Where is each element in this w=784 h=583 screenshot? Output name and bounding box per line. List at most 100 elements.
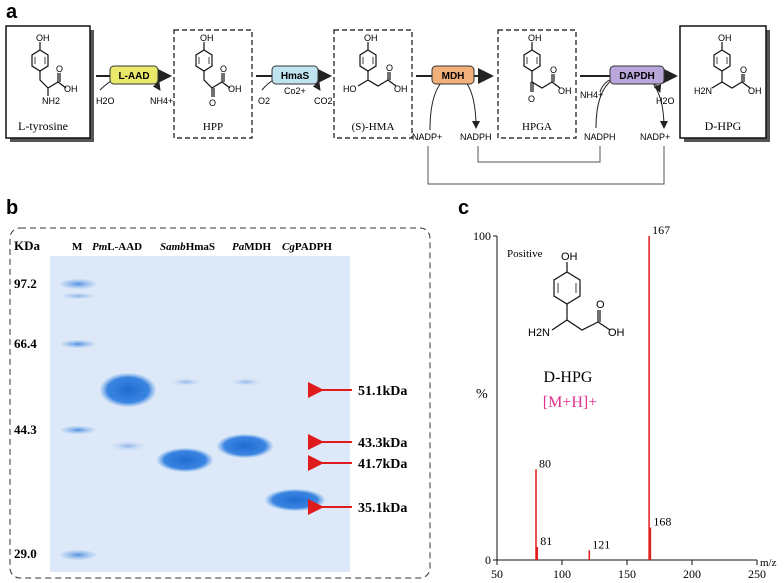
band-label-43: 43.3kDa [358, 436, 407, 451]
spectrum-peaks: 80 81 121 167 168 [535, 223, 671, 560]
x-tick-label: 200 [683, 567, 701, 581]
cofactor-nh4-out: NH4+ [150, 96, 173, 106]
tyrosine-structure [31, 42, 67, 96]
marker-size-66: 66.4 [14, 336, 37, 351]
atom-label: OH [200, 33, 214, 43]
lane-label-mdh: PaMDH [232, 241, 272, 253]
dhpg-box: OH O OH H2N D-HPG [679, 25, 770, 142]
enzyme-hmas-label: HmaS [281, 71, 310, 82]
panel-b-label: b [6, 197, 18, 219]
band-mdh [217, 434, 273, 458]
atom-label: O [550, 65, 557, 75]
peak-label: 121 [592, 537, 610, 551]
band-hmas [157, 448, 213, 472]
hpp-box: OH O OH O HPP [173, 29, 253, 139]
cofactor-nadph-out: NADPH [460, 132, 492, 142]
kda-header: KDa [14, 238, 41, 253]
x-tick-label: 100 [553, 567, 571, 581]
lane-label-padph: CgPADPH [282, 241, 332, 253]
step-hmas: HmaS O2 Co2+ CO2 [256, 65, 333, 106]
lane-label-m: M [72, 241, 83, 253]
atom-label: OH [718, 33, 732, 43]
dhpg-inset-structure: Positive OH O OH H2N D-HPG [M+H]+ [507, 248, 625, 411]
hma-box: OH O OH HO (S)-HMA [333, 29, 413, 139]
marker-band [62, 293, 94, 299]
enzyme-hmas-badge [271, 65, 319, 85]
enzyme-mdh-badge [431, 65, 475, 85]
axis-ticks: 50 100 150 200 250 0 100 [473, 229, 766, 581]
atom-label: OH [558, 86, 572, 96]
atom-label: O [209, 98, 216, 108]
x-tick-label: 150 [618, 567, 636, 581]
peak-label: 81 [540, 534, 552, 548]
x-tick-label: 50 [491, 567, 503, 581]
atom-label: H2N [528, 327, 550, 339]
enzyme-dapdh-label: DAPDH [619, 71, 655, 82]
atom-label: NH2 [42, 96, 60, 106]
enzyme-mdh-label: MDH [442, 71, 465, 82]
band-faint [170, 378, 202, 386]
band-padph [265, 489, 325, 511]
cofactor-nadp-out: NADP+ [640, 132, 670, 142]
atom-label: O [528, 94, 535, 104]
band-label-51: 51.1kDa [358, 384, 407, 399]
atom-label: H2N [694, 86, 712, 96]
enzyme-laad-label: L-AAD [118, 71, 149, 82]
cofactor-o2-in: O2 [258, 96, 270, 106]
atom-label: OH [528, 33, 542, 43]
atom-label: O [56, 64, 63, 74]
cofactor-co2-out: CO2 [314, 96, 333, 106]
x-axis-label: m/z [760, 557, 777, 569]
step-dapdh: DAPDH NH4+ H2O NADPH NADP+ [580, 65, 678, 142]
marker-size-44: 44.3 [14, 422, 37, 437]
cofactor-co-ion: Co2+ [284, 86, 306, 96]
cofactor-h2o-out: H2O [656, 96, 675, 106]
atom-label: O [386, 63, 393, 73]
atom-label: OH [561, 251, 578, 263]
band-laad [100, 373, 156, 407]
gel-background [50, 256, 350, 572]
compound-tyrosine-label: L-tyrosine [18, 119, 68, 133]
marker-band [60, 279, 96, 289]
tyrosine-box: OH O OH NH2 L-tyrosine [5, 25, 94, 142]
x-tick-label: 250 [748, 567, 766, 581]
cofactor-nadph-in: NADPH [584, 132, 616, 142]
enzyme-dapdh-badge [609, 65, 665, 85]
adduct-label: [M+H]+ [543, 394, 597, 411]
lane-label-hmas: SambHmaS [160, 241, 215, 253]
marker-band [61, 426, 95, 434]
marker-ladder [60, 279, 96, 560]
peak-label: 167 [652, 223, 670, 237]
band-annotations: 51.1kDa 43.3kDa 41.7kDa 35.1kDa [308, 382, 407, 516]
atom-label: O [740, 65, 747, 75]
atom-label: OH [228, 84, 242, 94]
marker-size-29: 29.0 [14, 546, 37, 561]
hpga-box: OH O OH O HPGA [497, 29, 577, 139]
atom-label: OH [394, 84, 408, 94]
marker-band [60, 550, 96, 560]
atom-label: O [220, 64, 227, 74]
step-laad: L-AAD H2O NH4+ [96, 65, 173, 106]
sample-bands [100, 373, 325, 511]
y-axis-label: % [476, 387, 488, 402]
mass-spectrum-chart: % m/z 50 100 150 200 250 0 100 80 81 121 167 168 [473, 223, 777, 581]
compound-dhpg-label: D-HPG [705, 119, 742, 133]
compound-hpp-label: HPP [203, 121, 223, 133]
cofactor-h2o-in: H2O [96, 96, 115, 106]
cofactor-nadp-in: NADP+ [412, 132, 442, 142]
peak-label: 168 [653, 515, 671, 529]
y-tick-label: 0 [485, 553, 491, 567]
compound-hpga-label: HPGA [522, 121, 552, 133]
marker-size-97: 97.2 [14, 276, 37, 291]
enzyme-laad-badge [109, 65, 159, 85]
panel-a-label: a [6, 1, 18, 23]
peak-label: 80 [539, 456, 551, 470]
step-mdh: MDH NADP+ NADPH [412, 65, 494, 142]
y-tick-label: 100 [473, 229, 491, 243]
panel-c-label: c [458, 197, 469, 219]
band-label-35: 35.1kDa [358, 501, 407, 516]
ion-mode-label: Positive [507, 248, 543, 260]
cofactor-recycle-loops [427, 146, 665, 185]
atom-label: OH [748, 86, 762, 96]
